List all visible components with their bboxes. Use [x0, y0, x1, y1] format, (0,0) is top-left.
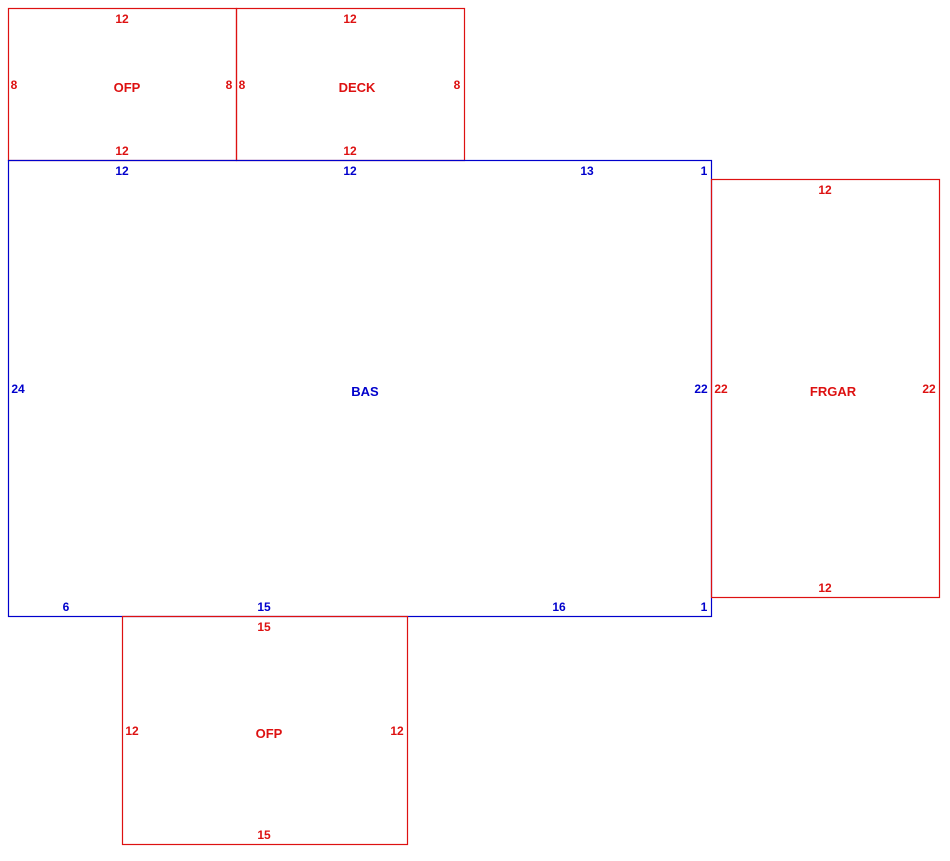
- bas-bottom-dim-1: 6: [63, 600, 70, 614]
- frgar-label: FRGAR: [810, 384, 857, 399]
- bas-bottom-dim-2: 15: [257, 600, 271, 614]
- bas-top-dim-2: 12: [343, 164, 357, 178]
- area-bas: 12 12 13 1 24 22 6 15 16 1 BAS: [7, 159, 713, 618]
- area-ofp-bottom: 15 15 12 12 OFP: [121, 615, 409, 846]
- ofp-top-right-dim: 8: [226, 78, 233, 92]
- area-deck: 12 12 8 8 DECK: [235, 7, 466, 162]
- bas-top-dim-1: 12: [115, 164, 129, 178]
- ofp-bottom-top-dim: 15: [257, 620, 271, 634]
- bas-label: BAS: [351, 384, 379, 399]
- bas-top-step-dim: 1: [701, 164, 708, 178]
- ofp-top-top-dim: 12: [115, 12, 129, 26]
- bas-bottom-step-dim: 1: [701, 600, 708, 614]
- deck-left-dim: 8: [239, 78, 246, 92]
- ofp-bottom-bottom-dim: 15: [257, 828, 271, 842]
- bas-left-dim: 24: [11, 382, 25, 396]
- bas-top-dim-3: 13: [580, 164, 594, 178]
- ofp-top-bottom-dim: 12: [115, 144, 129, 158]
- ofp-top-label: OFP: [114, 80, 141, 95]
- frgar-top-dim: 12: [818, 183, 832, 197]
- deck-right-dim: 8: [454, 78, 461, 92]
- frgar-outline: [710, 178, 941, 599]
- area-frgar: 12 12 22 22 FRGAR: [710, 178, 941, 599]
- frgar-right-dim: 22: [922, 382, 936, 396]
- ofp-bottom-left-dim: 12: [125, 724, 139, 738]
- bas-right-dim: 22: [694, 382, 708, 396]
- frgar-bottom-dim: 12: [818, 581, 832, 595]
- bas-bottom-dim-3: 16: [552, 600, 566, 614]
- ofp-bottom-right-dim: 12: [390, 724, 404, 738]
- deck-top-dim: 12: [343, 12, 357, 26]
- deck-bottom-dim: 12: [343, 144, 357, 158]
- deck-label: DECK: [339, 80, 376, 95]
- frgar-left-dim: 22: [714, 382, 728, 396]
- area-ofp-top: 12 12 8 8 OFP: [7, 7, 238, 162]
- ofp-top-left-dim: 8: [11, 78, 18, 92]
- ofp-bottom-outline: [121, 615, 409, 846]
- ofp-bottom-label: OFP: [256, 726, 283, 741]
